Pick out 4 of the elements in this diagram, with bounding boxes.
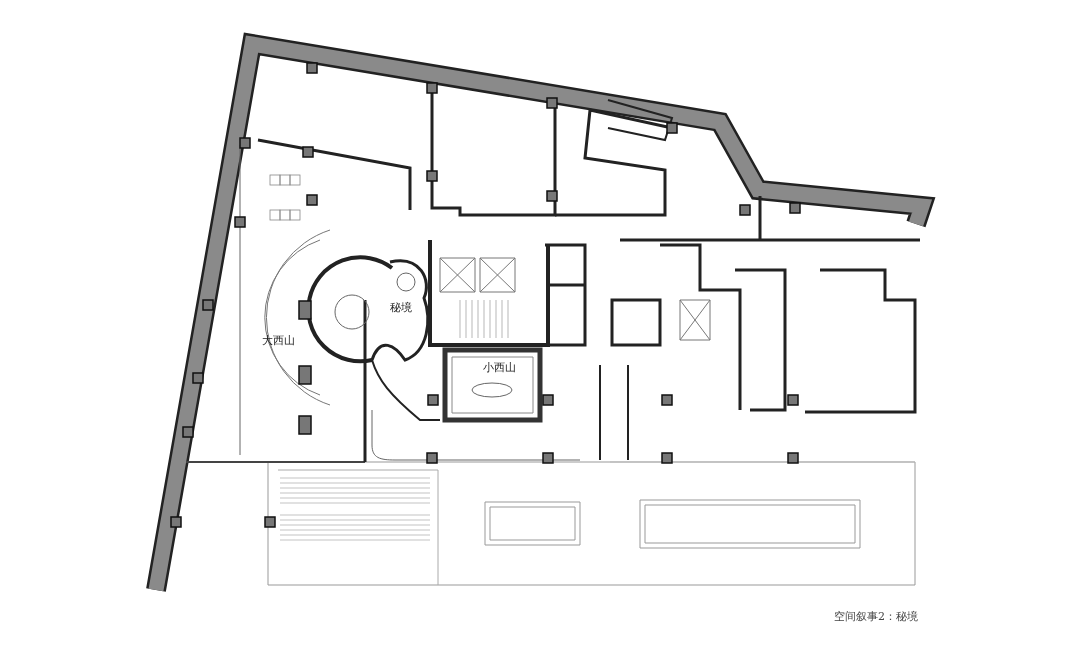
room-label: 秘境 <box>390 302 412 313</box>
room-label: 大西山 <box>262 335 295 346</box>
caption: 空间叙事2：秘境 <box>834 611 918 622</box>
room-label: 小西山 <box>483 362 516 373</box>
